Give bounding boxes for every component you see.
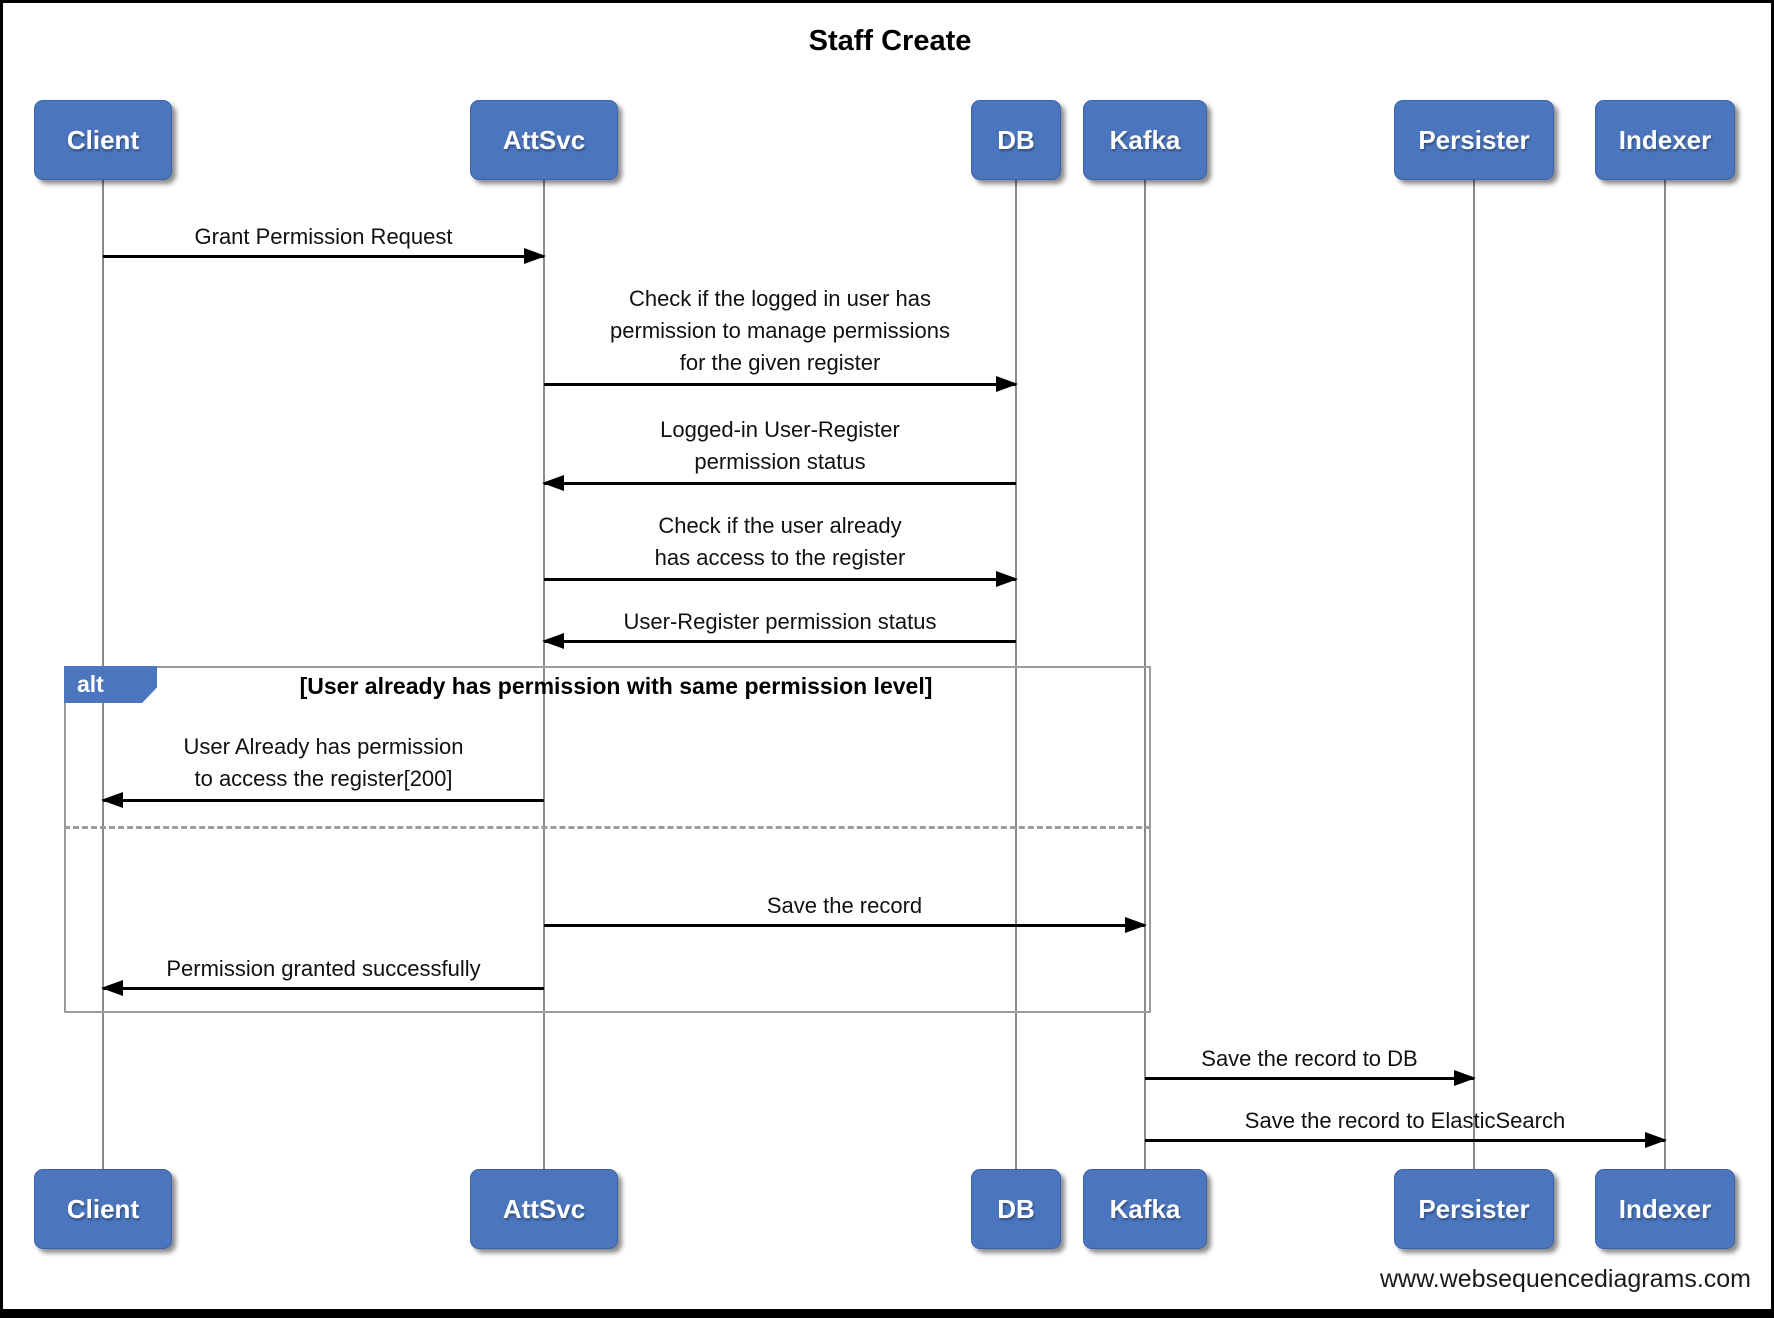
lifeline-attsvc <box>543 180 545 1169</box>
message-line: for the given register <box>679 350 881 375</box>
lifeline-kafka <box>1144 180 1146 1169</box>
actor-box-persister-top: Persister <box>1394 100 1554 180</box>
actor-box-client-bottom: Client <box>34 1169 172 1249</box>
arrowhead-icon <box>101 980 123 996</box>
actor-box-client-top: Client <box>34 100 172 180</box>
label-check-user-access: Check if the user already has access to … <box>544 510 1016 574</box>
arrow-check-user-access <box>544 571 1018 587</box>
actor-box-indexer-bottom: Indexer <box>1595 1169 1735 1249</box>
actor-box-db-top: DB <box>971 100 1061 180</box>
arrow-save-record-to-db <box>1145 1070 1476 1086</box>
arrowhead-icon <box>1454 1070 1476 1086</box>
message-line: Check if the logged in user has <box>628 286 932 311</box>
arrow-save-record-to-elasticsearch <box>1145 1132 1667 1148</box>
arrowhead-icon <box>1125 917 1147 933</box>
arrowhead-icon <box>542 633 564 649</box>
arrow-logged-in-user-register-status <box>542 475 1016 491</box>
message-line: Grant Permission Request <box>194 224 453 249</box>
arrow-user-already-has-permission <box>101 792 544 808</box>
actor-box-db-bottom: DB <box>971 1169 1061 1249</box>
lifeline-db <box>1015 180 1017 1169</box>
arrowhead-icon <box>996 571 1018 587</box>
message-line: Save the record to ElasticSearch <box>1244 1108 1566 1133</box>
arrowhead-icon <box>1645 1132 1667 1148</box>
message-line: Check if the user already <box>658 513 902 538</box>
alt-condition: [User already has permission with same p… <box>299 673 933 699</box>
label-save-record-to-elasticsearch: Save the record to ElasticSearch <box>1145 1105 1665 1137</box>
arrowhead-icon <box>542 475 564 491</box>
actor-box-kafka-top: Kafka <box>1083 100 1207 180</box>
arrowhead-icon <box>996 376 1018 392</box>
label-user-register-status: User-Register permission status <box>544 606 1016 638</box>
label-save-the-record: Save the record <box>544 890 1145 922</box>
message-line: User-Register permission status <box>623 609 937 634</box>
message-line: Save the record <box>766 893 923 918</box>
watermark: www.websequencediagrams.com <box>1379 1265 1751 1293</box>
label-grant-permission-request: Grant Permission Request <box>103 221 544 253</box>
actor-box-kafka-bottom: Kafka <box>1083 1169 1207 1249</box>
message-line: has access to the register <box>654 545 906 570</box>
message-line: permission to manage permissions <box>610 318 950 343</box>
arrow-permission-granted <box>101 980 544 996</box>
message-line: Permission granted successfully <box>166 956 481 981</box>
alt-frame: alt [User already has permission with sa… <box>64 666 1151 1013</box>
actor-box-attsvc-top: AttSvc <box>470 100 618 180</box>
arrowhead-icon <box>524 248 546 264</box>
lifeline-persister <box>1473 180 1475 1169</box>
arrowhead-icon <box>101 792 123 808</box>
message-line: User Already has permission <box>183 734 464 759</box>
label-save-record-to-db: Save the record to DB <box>1145 1043 1474 1075</box>
arrow-save-the-record <box>544 917 1147 933</box>
actor-box-indexer-top: Indexer <box>1595 100 1735 180</box>
message-line: Save the record to DB <box>1201 1046 1418 1071</box>
label-check-logged-in-user-permission: Check if the logged in user has permissi… <box>544 283 1016 379</box>
alt-label: alt <box>64 666 157 703</box>
message-line: to access the register[200] <box>194 766 453 791</box>
diagram-title: Staff Create <box>808 25 972 57</box>
arrow-check-logged-in-user-permission <box>544 376 1018 392</box>
actor-box-attsvc-bottom: AttSvc <box>470 1169 618 1249</box>
label-logged-in-user-register-status: Logged-in User-Register permission statu… <box>544 414 1016 478</box>
message-line: Logged-in User-Register <box>660 417 900 442</box>
lifeline-indexer <box>1664 180 1666 1169</box>
arrow-user-register-status <box>542 633 1016 649</box>
message-line: permission status <box>694 449 866 474</box>
actor-box-persister-bottom: Persister <box>1394 1169 1554 1249</box>
arrow-grant-permission-request <box>103 248 546 264</box>
label-user-already-has-permission: User Already has permission to access th… <box>103 731 544 795</box>
label-permission-granted: Permission granted successfully <box>103 953 544 985</box>
alt-else-divider <box>64 826 1151 829</box>
